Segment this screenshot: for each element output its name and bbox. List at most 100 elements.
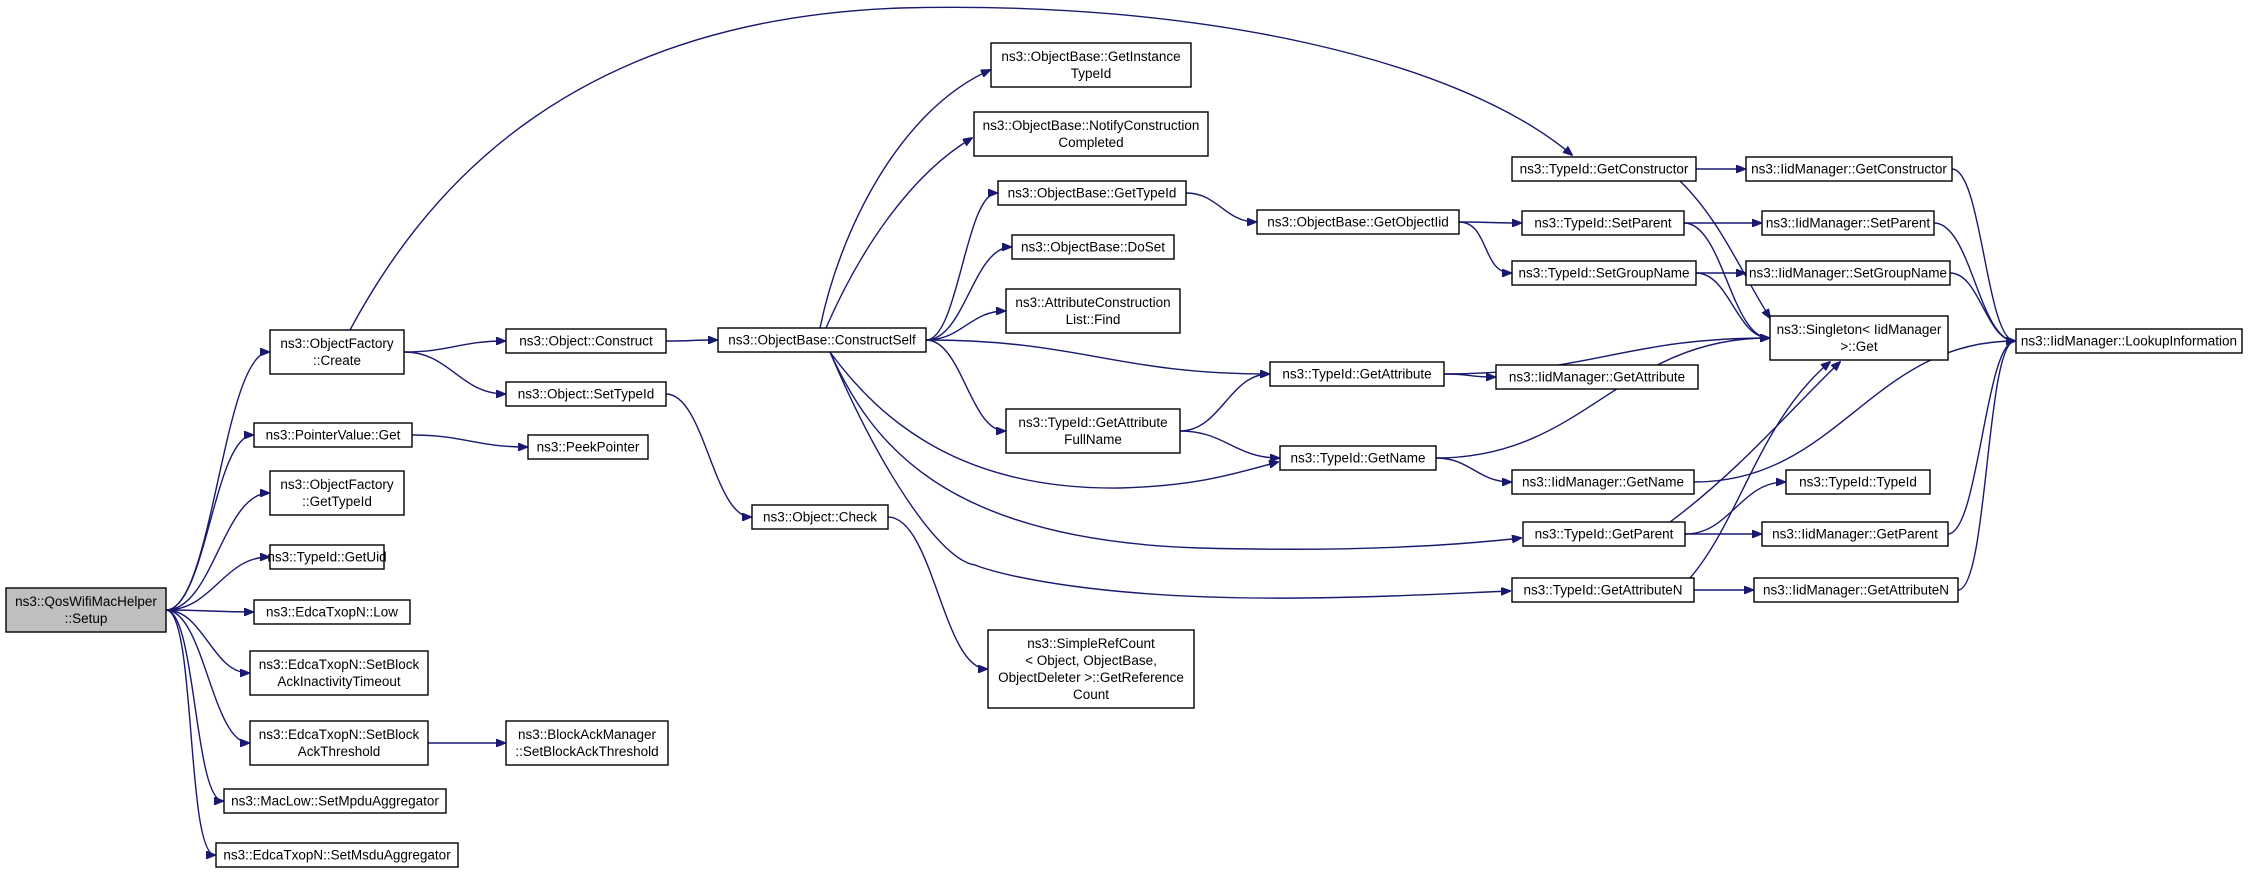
- node-box: [1279, 445, 1437, 471]
- node-object-construct[interactable]: ns3::Object::Construct: [505, 328, 667, 354]
- edge-line: [925, 339, 1269, 374]
- node-label-line: ns3::IidManager::GetParent: [1772, 527, 1938, 542]
- edge-typeid_getparent-to-singleton_get: [1669, 362, 1840, 523]
- edge-line: [349, 6, 1572, 331]
- edge-line: [165, 493, 269, 611]
- edge-objfactory_create-to-typeid_getconstructor: [349, 6, 1572, 331]
- node-box: [987, 629, 1195, 709]
- node-simple-ref-count-get-reference-count[interactable]: ns3::SimpleRefCount< Object, ObjectBase,…: [987, 629, 1195, 709]
- node-object-base-get-object-iid[interactable]: ns3::ObjectBase::GetObjectIid: [1256, 209, 1460, 235]
- edge-line: [1684, 482, 1785, 535]
- node-edca-txop-n-low[interactable]: ns3::EdcaTxopN::Low: [253, 599, 411, 625]
- edge-iidmgr_getname-to-iidmgr_lookupinformation: [1693, 341, 2015, 483]
- node-box: [751, 504, 889, 530]
- node-type-id-set-parent[interactable]: ns3::TypeId::SetParent: [1521, 210, 1685, 236]
- edge-line: [887, 516, 987, 669]
- node-type-id-get-attribute-n[interactable]: ns3::TypeId::GetAttributeN: [1511, 577, 1695, 603]
- edge-object_check-to-simplerefcount: [887, 516, 987, 669]
- node-type-id-set-group-name[interactable]: ns3::TypeId::SetGroupName: [1511, 260, 1697, 286]
- node-type-id-get-uid[interactable]: ns3::TypeId::GetUid: [267, 544, 387, 570]
- node-object-base-get-type-id[interactable]: ns3::ObjectBase::GetTypeId: [997, 180, 1187, 206]
- edge-objbase_getobjectiid-to-typeid_setparent: [1458, 222, 1521, 223]
- node-object-check[interactable]: ns3::Object::Check: [751, 504, 889, 530]
- node-label-line: ns3::Object::Construct: [519, 334, 653, 349]
- node-label-line: ::Create: [313, 353, 361, 368]
- edge-line: [165, 610, 253, 612]
- edge-typeid_getparent-to-typeid_typeid: [1684, 482, 1785, 535]
- edge-line: [1179, 430, 1279, 458]
- node-type-id-get-name[interactable]: ns3::TypeId::GetName: [1279, 445, 1437, 471]
- node-box: [269, 544, 385, 570]
- node-box: [269, 470, 405, 516]
- edge-line: [1185, 192, 1256, 222]
- node-label-line: ns3::TypeId::GetParent: [1535, 527, 1674, 542]
- node-box: [1769, 315, 1949, 361]
- node-label-line: ns3::TypeId::GetAttribute: [1018, 415, 1167, 430]
- edge-objbase_constructself-to-objbase_doset: [925, 247, 1011, 341]
- edge-line: [1693, 341, 2015, 483]
- node-object-set-type-id[interactable]: ns3::Object::SetTypeId: [505, 381, 667, 407]
- node-type-id-get-attribute[interactable]: ns3::TypeId::GetAttribute: [1269, 361, 1445, 387]
- node-object-factory-create[interactable]: ns3::ObjectFactory::Create: [269, 329, 405, 375]
- node-iid-manager-get-attribute-n[interactable]: ns3::IidManager::GetAttributeN: [1753, 577, 1959, 603]
- edge-qos_setup-to-edca_low: [165, 610, 253, 612]
- node-label-line: ObjectDeleter >::GetReference: [998, 670, 1184, 685]
- edge-line: [411, 434, 527, 447]
- node-iid-manager-lookup-information[interactable]: ns3::IidManager::LookupInformation: [2015, 328, 2243, 354]
- node-label-line: ns3::SimpleRefCount: [1027, 636, 1155, 651]
- edge-objbase_constructself-to-typeid_getattribute: [925, 339, 1269, 374]
- node-label-line: ::Setup: [65, 611, 108, 626]
- node-box: [1745, 260, 1951, 286]
- edge-line: [925, 339, 1005, 431]
- edge-objfactory_create-to-object_construct: [403, 341, 505, 353]
- edge-line: [1458, 221, 1511, 273]
- node-object-base-do-set[interactable]: ns3::ObjectBase::DoSet: [1011, 234, 1175, 260]
- node-label-line: ns3::TypeId::GetConstructor: [1520, 162, 1689, 177]
- node-edca-set-block-ack-inactivity-timeout[interactable]: ns3::EdcaTxopN::SetBlockAckInactivityTim…: [249, 650, 429, 696]
- edge-objbase_constructself-to-typeid_getattributefullname: [925, 339, 1005, 431]
- node-mac-low-set-mpdu-aggregator[interactable]: ns3::MacLow::SetMpduAggregator: [223, 788, 447, 814]
- node-box: [2015, 328, 2243, 354]
- node-type-id-type-id[interactable]: ns3::TypeId::TypeId: [1785, 469, 1931, 495]
- node-edca-set-msdu-aggregator[interactable]: ns3::EdcaTxopN::SetMsduAggregator: [215, 842, 459, 868]
- node-qos-wifi-mac-helper-setup[interactable]: ns3::QosWifiMacHelper::Setup: [5, 587, 167, 633]
- node-iid-manager-set-parent[interactable]: ns3::IidManager::SetParent: [1761, 210, 1935, 236]
- node-label-line: TypeId: [1071, 66, 1112, 81]
- node-pointer-value-get[interactable]: ns3::PointerValue::Get: [253, 422, 413, 448]
- edge-line: [825, 138, 972, 329]
- node-edca-set-block-ack-threshold[interactable]: ns3::EdcaTxopN::SetBlockAckThreshold: [249, 720, 429, 766]
- edge-line: [1689, 362, 1830, 579]
- edge-line: [925, 193, 997, 341]
- node-label-line: ns3::IidManager::GetAttribute: [1509, 370, 1685, 385]
- nodes-layer: ns3::QosWifiMacHelper::Setup ns3::ObjectF…: [5, 42, 2243, 868]
- node-object-base-construct-self[interactable]: ns3::ObjectBase::ConstructSelf: [717, 327, 927, 353]
- edge-line: [1435, 457, 1511, 482]
- node-box: [717, 327, 927, 353]
- node-block-ack-manager-set-block-ack-threshold[interactable]: ns3::BlockAckManager::SetBlockAckThresho…: [505, 720, 669, 766]
- node-type-id-get-parent[interactable]: ns3::TypeId::GetParent: [1522, 521, 1686, 547]
- node-box: [1269, 361, 1445, 387]
- edge-typeid_getattributefullname-to-typeid_getattribute: [1179, 374, 1269, 432]
- node-box: [1511, 577, 1695, 603]
- node-label-line: Count: [1073, 687, 1109, 702]
- edge-line: [165, 435, 253, 611]
- node-label-line: List::Find: [1066, 312, 1121, 327]
- edge-pointervalue_get-to-peekpointer: [411, 434, 527, 447]
- node-iid-manager-get-attribute[interactable]: ns3::IidManager::GetAttribute: [1495, 364, 1699, 390]
- node-singleton-iid-manager-get[interactable]: ns3::Singleton< IidManager>::Get: [1769, 315, 1949, 361]
- node-object-factory-get-type-id[interactable]: ns3::ObjectFactory::GetTypeId: [269, 470, 405, 516]
- node-object-base-notify-construction-completed[interactable]: ns3::ObjectBase::NotifyConstructionCompl…: [973, 111, 1209, 157]
- edge-line: [1669, 362, 1840, 523]
- node-type-id-get-constructor[interactable]: ns3::TypeId::GetConstructor: [1511, 156, 1697, 182]
- node-iid-manager-get-constructor[interactable]: ns3::IidManager::GetConstructor: [1745, 156, 1953, 182]
- node-iid-manager-get-name[interactable]: ns3::IidManager::GetName: [1511, 469, 1695, 495]
- edge-qos_setup-to-objfactory_gettypeid: [165, 493, 269, 611]
- node-iid-manager-get-parent[interactable]: ns3::IidManager::GetParent: [1761, 521, 1949, 547]
- node-label-line: ns3::MacLow::SetMpduAggregator: [231, 794, 439, 809]
- node-iid-manager-set-group-name[interactable]: ns3::IidManager::SetGroupName: [1745, 260, 1951, 286]
- node-peek-pointer[interactable]: ns3::PeekPointer: [527, 434, 649, 460]
- node-label-line: ns3::IidManager::SetGroupName: [1749, 266, 1947, 281]
